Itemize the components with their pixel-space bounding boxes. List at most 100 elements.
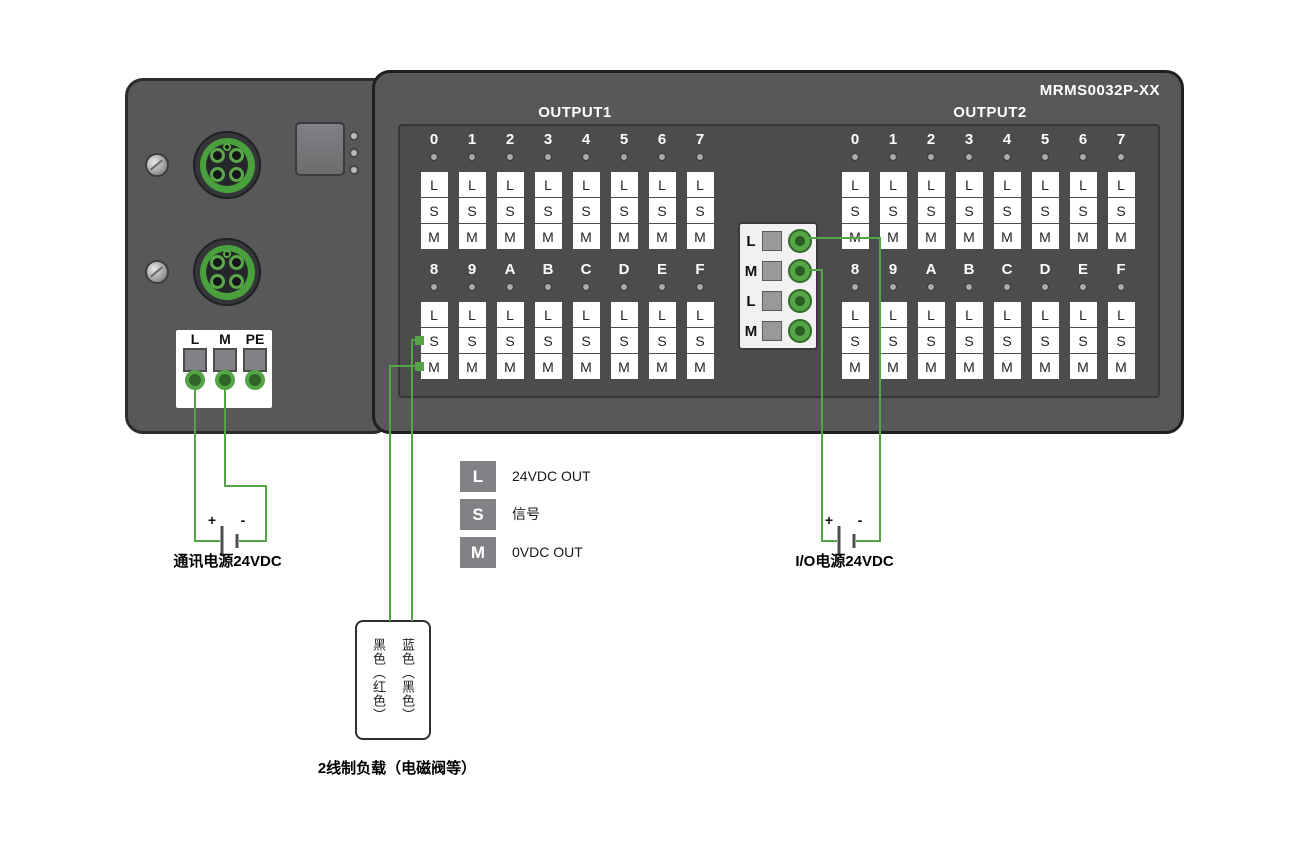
m12-pin-icon bbox=[210, 255, 225, 270]
terminal-l: L bbox=[496, 302, 524, 327]
terminal-m: M bbox=[1031, 354, 1059, 379]
terminal-m: M bbox=[917, 224, 945, 249]
terminal-m: M bbox=[534, 224, 562, 249]
terminal-l: L bbox=[420, 302, 448, 327]
legend-row-s: S 信号 bbox=[460, 499, 591, 530]
power-terminal-cell-l bbox=[182, 348, 208, 390]
terminal-l: L bbox=[496, 172, 524, 197]
terminal-s: S bbox=[610, 198, 638, 223]
channel-number: F bbox=[695, 261, 705, 278]
terminal-m: M bbox=[841, 354, 869, 379]
terminal-s: S bbox=[610, 328, 638, 353]
terminal-m: M bbox=[686, 224, 714, 249]
power-terminal-cells bbox=[176, 348, 272, 390]
terminal-m: M bbox=[610, 224, 638, 249]
channel-led-indicator bbox=[889, 153, 897, 161]
connector-row: L bbox=[740, 286, 816, 316]
channel-number: 5 bbox=[619, 131, 629, 148]
terminal-s: S bbox=[686, 198, 714, 223]
io-power-label: I/O电源24VDC bbox=[795, 553, 894, 570]
terminal-s: S bbox=[1031, 198, 1059, 223]
terminal-clamp bbox=[243, 348, 267, 372]
terminal-l: L bbox=[534, 302, 562, 327]
channel-led-indicator bbox=[851, 283, 859, 291]
connector-clamp bbox=[762, 231, 782, 251]
channel-led-indicator bbox=[696, 283, 704, 291]
terminal-l: L bbox=[955, 302, 983, 327]
status-led-icon bbox=[349, 131, 359, 141]
terminal-s: S bbox=[917, 198, 945, 223]
terminal-l: L bbox=[420, 172, 448, 197]
terminal-m: M bbox=[572, 224, 600, 249]
terminal-l: L bbox=[610, 302, 638, 327]
wire-port-icon bbox=[788, 289, 812, 313]
terminal-s: S bbox=[993, 198, 1021, 223]
terminal-m: M bbox=[955, 354, 983, 379]
terminal-l: L bbox=[648, 172, 676, 197]
terminal-m: M bbox=[879, 224, 907, 249]
power-terminal-labels: L M PE bbox=[176, 330, 272, 347]
terminal-l: L bbox=[458, 302, 486, 327]
wire-port-icon bbox=[215, 370, 235, 390]
terminal-l: L bbox=[1031, 302, 1059, 327]
channel-number: 1 bbox=[467, 131, 477, 148]
channel-led-indicator bbox=[544, 153, 552, 161]
config-connector bbox=[295, 122, 345, 176]
terminal-m: M bbox=[610, 354, 638, 379]
channel-number: D bbox=[1039, 261, 1051, 278]
channel-led-indicator bbox=[927, 153, 935, 161]
channel-led-indicator bbox=[544, 283, 552, 291]
terminal-m: M bbox=[917, 354, 945, 379]
terminal-m: M bbox=[648, 224, 676, 249]
channel-number: F bbox=[1116, 261, 1126, 278]
terminal-l: L bbox=[458, 172, 486, 197]
m12-connector-top bbox=[193, 131, 261, 199]
channel-number: C bbox=[1001, 261, 1013, 278]
terminal-m: M bbox=[1107, 354, 1135, 379]
terminal-s: S bbox=[572, 328, 600, 353]
channel-led-indicator bbox=[620, 283, 628, 291]
terminal-l: L bbox=[841, 172, 869, 197]
output2-title: OUTPUT2 bbox=[953, 104, 1027, 121]
channel-led-indicator bbox=[1079, 283, 1087, 291]
channel-led-indicator bbox=[1003, 153, 1011, 161]
connector-row: L bbox=[740, 226, 816, 256]
legend: L 24VDC OUT S 信号 M 0VDC OUT bbox=[460, 461, 591, 575]
terminal-m: M bbox=[1069, 224, 1097, 249]
wire-port-icon bbox=[788, 229, 812, 253]
channel-led-indicator bbox=[1079, 153, 1087, 161]
terminal-clamp bbox=[213, 348, 237, 372]
terminal-l: L bbox=[879, 302, 907, 327]
terminal-s: S bbox=[879, 198, 907, 223]
m12-pin-icon bbox=[229, 255, 244, 270]
channel-number: 8 bbox=[429, 261, 439, 278]
comm-power-label: 通讯电源24VDC bbox=[173, 553, 282, 570]
terminal-m: M bbox=[1069, 354, 1097, 379]
m12-pin-icon bbox=[210, 274, 225, 289]
terminal-l: L bbox=[993, 302, 1021, 327]
